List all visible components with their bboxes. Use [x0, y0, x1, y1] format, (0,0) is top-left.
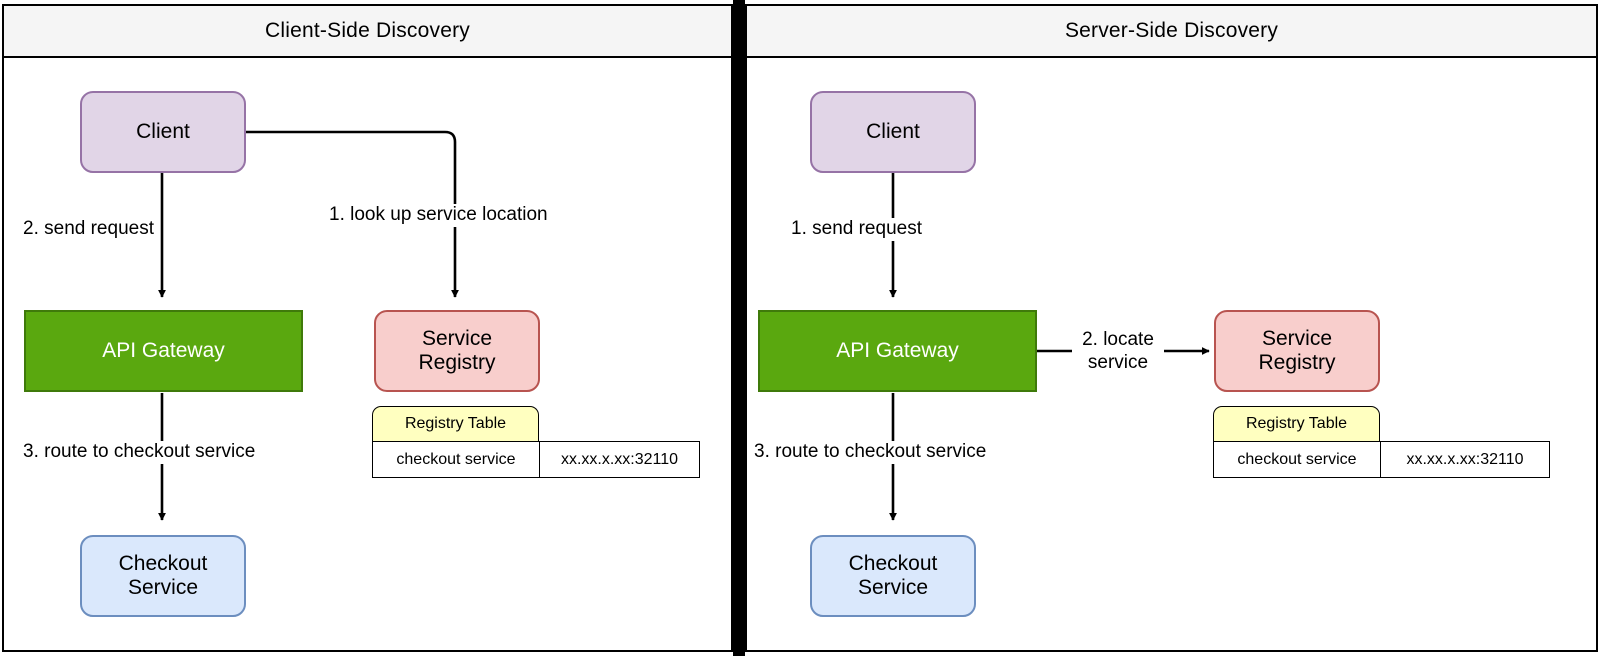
node-api-gateway-label: API Gateway	[836, 339, 959, 363]
registry-cell-address: xx.xx.x.xx:32110	[1380, 442, 1549, 477]
registry-cell-service: checkout service	[373, 442, 539, 477]
edge-label-text: 2. send request	[23, 218, 154, 239]
panel-client-side-discovery: Client-Side Discovery Client	[2, 4, 733, 652]
registry-cell-service-label: checkout service	[396, 450, 516, 468]
registry-table-row: checkout service xx.xx.x.xx:32110	[372, 441, 700, 478]
registry-table: Registry Table checkout service xx.xx.x.…	[372, 406, 700, 478]
panel-divider	[733, 0, 745, 656]
edge-label-text: 1. look up service location	[329, 204, 548, 225]
registry-table-header: Registry Table	[1213, 406, 1380, 441]
node-api-gateway[interactable]: API Gateway	[24, 310, 303, 392]
edge-label-step-3-route: 3. route to checkout service	[23, 441, 256, 464]
registry-cell-address-label: xx.xx.x.xx:32110	[560, 450, 679, 468]
registry-cell-address: xx.xx.x.xx:32110	[538, 442, 699, 477]
edge-label-step-1-send-request: 1. send request	[791, 218, 922, 241]
registry-cell-service-label: checkout service	[1237, 450, 1357, 468]
registry-table: Registry Table checkout service xx.xx.x.…	[1213, 406, 1550, 478]
panel-title: Server-Side Discovery	[1064, 19, 1279, 42]
edge-label-text: 1. send request	[791, 218, 922, 239]
registry-cell-address-label: xx.xx.x.xx:32110	[1406, 450, 1524, 468]
edge-label-text: 3. route to checkout service	[23, 441, 256, 462]
panel-header-client-side: Client-Side Discovery	[4, 6, 731, 58]
registry-table-header-label: Registry Table	[1245, 415, 1348, 432]
registry-table-header-label: Registry Table	[404, 415, 507, 432]
panel-title: Client-Side Discovery	[265, 19, 470, 42]
edge-label-step-3-route: 3. route to checkout service	[754, 441, 987, 464]
registry-table-row: checkout service xx.xx.x.xx:32110	[1213, 441, 1550, 478]
panel-server-side-discovery: Server-Side Discovery Client	[745, 4, 1598, 652]
registry-table-header: Registry Table	[372, 406, 539, 441]
panel-header-server-side: Server-Side Discovery	[747, 6, 1596, 58]
node-api-gateway-label: API Gateway	[102, 339, 225, 363]
edge-label-step-2-send-request: 2. send request	[23, 218, 154, 241]
node-client[interactable]: Client	[80, 91, 246, 173]
node-client[interactable]: Client	[810, 91, 976, 173]
node-client-label: Client	[136, 120, 190, 144]
registry-cell-service: checkout service	[1214, 442, 1380, 477]
node-api-gateway[interactable]: API Gateway	[758, 310, 1037, 392]
node-client-label: Client	[866, 120, 920, 144]
edge-label-text: 3. route to checkout service	[754, 441, 987, 462]
edge-label-step-1-lookup: 1. look up service location	[329, 204, 548, 227]
